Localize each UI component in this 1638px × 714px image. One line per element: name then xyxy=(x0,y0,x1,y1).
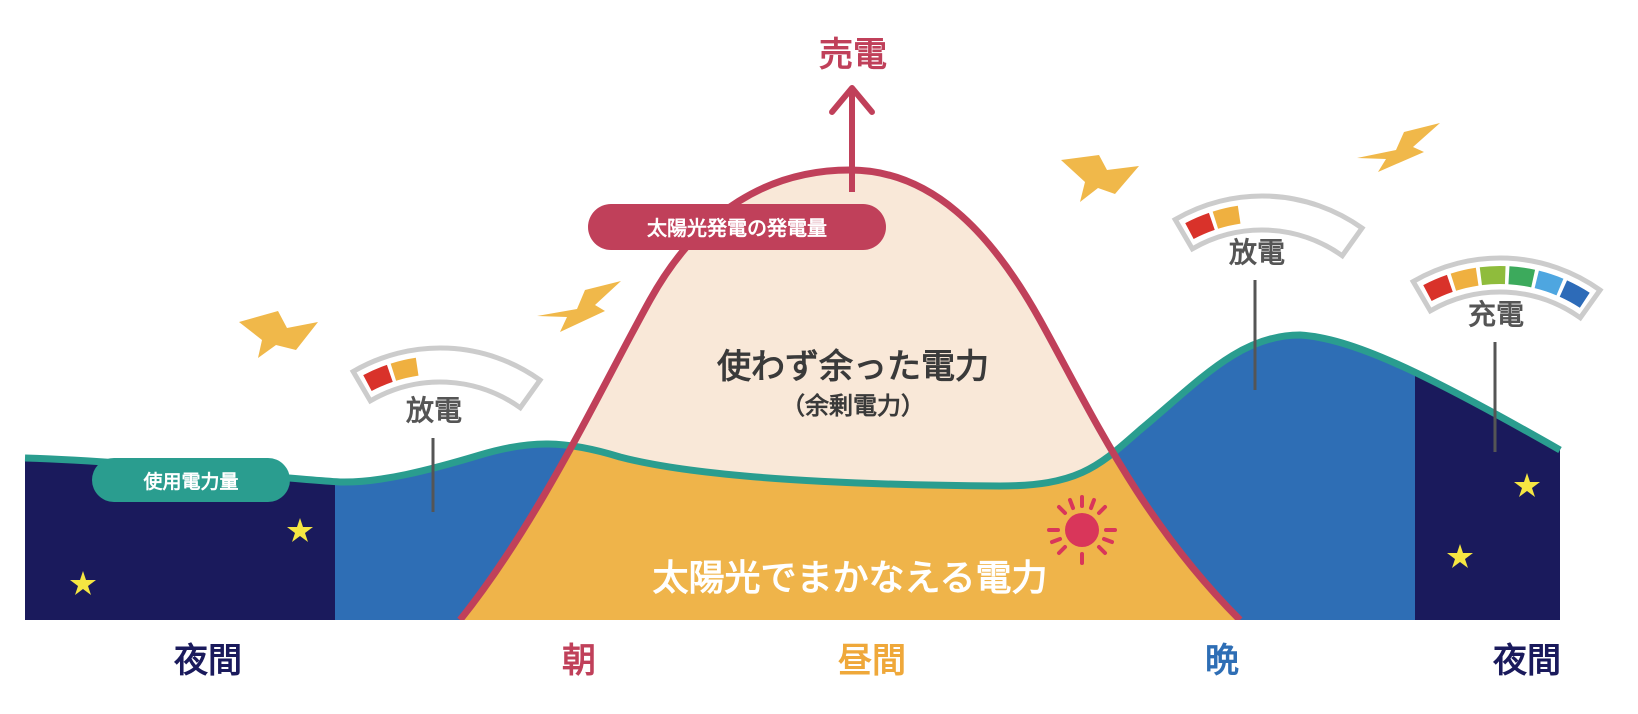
battery-meter-segment xyxy=(1423,274,1453,301)
battery-meter-discharge-right xyxy=(1171,193,1366,260)
battery-meter-segment xyxy=(1450,267,1479,291)
time-label-morning: 朝 xyxy=(562,641,596,681)
battery-meter-discharge-left xyxy=(349,345,544,412)
battery-meter-segment xyxy=(1534,270,1564,296)
star-icon xyxy=(70,571,96,595)
time-label-daytime: 昼間 xyxy=(838,641,906,681)
usage-pill xyxy=(92,458,290,502)
battery-meter-segment xyxy=(363,364,393,391)
lightning-bolt-icon xyxy=(537,281,621,332)
solar-generation-label: 太陽光発電の発電量 xyxy=(647,216,827,240)
lightning-bolt-icon xyxy=(1061,155,1139,202)
battery-meter-segment xyxy=(1559,280,1590,308)
time-label-night-right: 夜間 xyxy=(1492,641,1561,681)
usage-label: 使用電力量 xyxy=(142,470,238,493)
solar-covered-label: 太陽光でまかなえる電力 xyxy=(653,558,1048,599)
solar-generation-pill xyxy=(588,204,886,250)
sell-label: 売電 xyxy=(819,35,887,75)
time-label-evening: 晩 xyxy=(1205,641,1239,681)
battery-meter-segment xyxy=(1508,266,1536,288)
star-icon xyxy=(1514,473,1540,497)
battery-meter-segment xyxy=(390,357,419,381)
battery-meter-segment xyxy=(1185,212,1215,239)
usage-line xyxy=(24,331,1562,490)
sun-icon xyxy=(1047,495,1117,565)
night-region-right xyxy=(1415,335,1560,620)
star-icon xyxy=(1447,544,1473,568)
surplus-main-label: 使わず余った電力 xyxy=(716,347,989,387)
star-icon xyxy=(287,518,313,542)
baseline-band xyxy=(0,620,1638,714)
battery-meter-segment xyxy=(1479,266,1506,286)
discharge-right-label: 放電 xyxy=(1228,236,1285,269)
time-label-night-left: 夜間 xyxy=(173,641,242,681)
discharge-left-label: 放電 xyxy=(405,394,462,427)
lightning-bolt-icon xyxy=(239,311,318,358)
charge-label: 充電 xyxy=(1468,298,1524,331)
battery-meter-segment xyxy=(1212,205,1241,229)
sell-arrow xyxy=(829,85,875,192)
lightning-bolt-icon xyxy=(1357,123,1440,172)
surplus-sub-label: （余剰電力） xyxy=(781,392,925,420)
battery-meter-charge xyxy=(1409,255,1604,322)
